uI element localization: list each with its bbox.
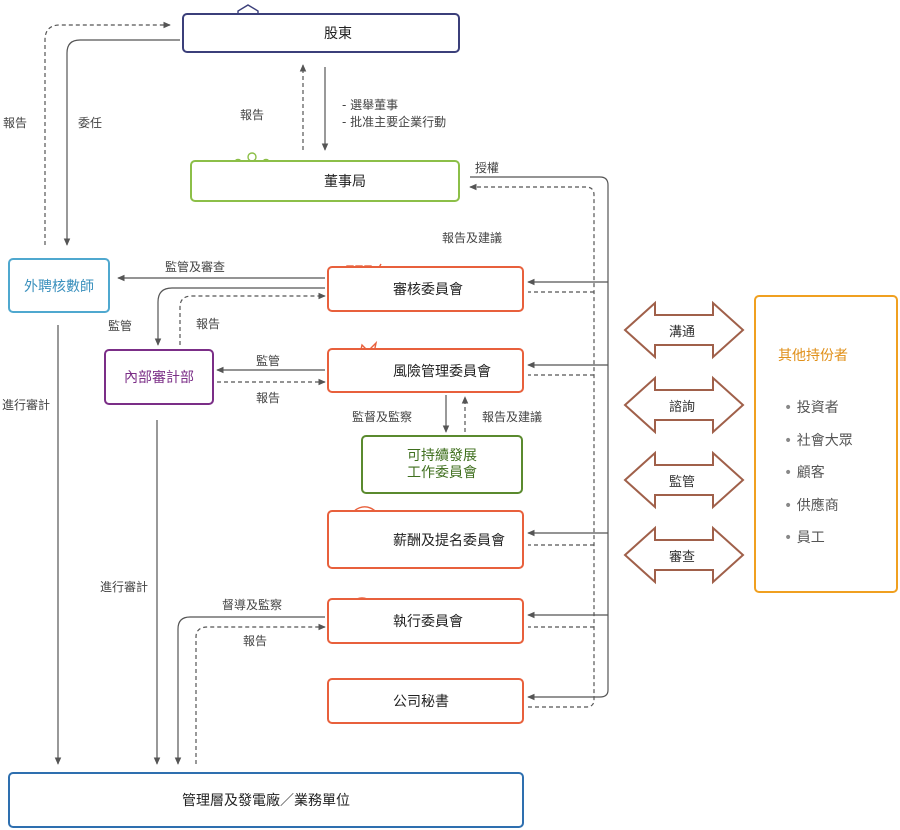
company-secretary-label: 公司秘書 (393, 694, 449, 710)
label-audit-by-auditor: 進行審計 (2, 398, 51, 412)
bullet-icon: • (784, 530, 797, 546)
label-report-suggest-sus: 報告及建議 (482, 410, 543, 424)
label-supervise-monitor: 監督及監察 (352, 410, 413, 424)
bullet-icon: • (784, 465, 797, 481)
label-report-risk: 報告 (256, 391, 281, 405)
arrow-review (623, 525, 745, 585)
bullet-icon: • (784, 497, 797, 514)
arrow-review-label: 審查 (669, 550, 696, 565)
executive-committee-box: 執行委員會 (327, 598, 524, 644)
stakeholder-label: 社會大眾 (796, 432, 853, 449)
sustainability-label-1: 可持續發展 (407, 447, 477, 464)
report-return-line (469, 183, 595, 708)
arrow-supervise-label: 監管 (669, 475, 696, 490)
label-report-exec: 報告 (243, 634, 268, 648)
bullet-icon: • (784, 400, 797, 416)
stakeholder-label: 供應商 (796, 497, 839, 514)
risk-committee-box: 風險管理委員會 (327, 348, 524, 393)
internal-audit-label: 內部審計部 (124, 370, 194, 386)
auditor-label: 外聘核數師 (24, 278, 94, 295)
label-report-board: 報告 (240, 108, 265, 122)
label-report-suggest-top: 報告及建議 (442, 231, 503, 245)
appoint-line (63, 39, 180, 246)
auditor-report-line (44, 21, 171, 245)
stakeholder-item: • 供應商 (784, 495, 853, 528)
label-guide-monitor: 督導及監察 (222, 598, 283, 612)
stakeholder-item: • 顧客 (784, 462, 853, 495)
sustainability-label-2: 工作委員會 (407, 464, 477, 481)
label-approve-actions: - 批准主要企業行動 (342, 115, 447, 129)
supervise-ia-line (154, 287, 325, 346)
arrow-consult (623, 375, 745, 435)
arrow-communicate (623, 300, 745, 360)
stakeholder-item: • 員工 (784, 527, 853, 560)
label-report-left: 報告 (3, 116, 28, 130)
stakeholders-box: 其他持份者 • 投資者• 社會大眾• 顧客• 供應商• 員工 (754, 295, 898, 593)
management-label: 管理層及發電廠／業務單位 (182, 793, 350, 809)
authorize-line (470, 176, 609, 701)
audit-committee-label: 審核委員會 (393, 282, 463, 298)
label-authorize: 授權 (475, 161, 500, 175)
stakeholder-item: • 社會大眾 (784, 430, 853, 463)
stakeholder-label: 員工 (796, 530, 825, 546)
label-elect-directors: - 選舉董事 (342, 98, 399, 112)
label-audit-by-ia: 進行審計 (100, 580, 149, 594)
stakeholders-title: 其他持份者 (778, 348, 848, 364)
executive-committee-label: 執行委員會 (393, 614, 463, 630)
report-ia-line (179, 292, 326, 345)
management-box: 管理層及發電廠／業務單位 (8, 772, 524, 828)
arrow-supervise (623, 450, 745, 510)
auditor-box: 外聘核數師 (8, 258, 110, 313)
board-label: 董事局 (324, 174, 366, 190)
internal-audit-box: 內部審計部 (104, 349, 214, 405)
stakeholders-list: • 投資者• 社會大眾• 顧客• 供應商• 員工 (784, 397, 853, 560)
label-supervise-risk: 監管 (256, 354, 281, 368)
sustainability-box: 可持續發展 工作委員會 (361, 435, 523, 494)
label-appoint: 委任 (78, 116, 103, 130)
audit-committee-box: 審核委員會 (327, 266, 524, 312)
board-box: 董事局 (190, 160, 460, 202)
remuneration-committee-label: 薪酬及提名委員會 (393, 532, 505, 549)
shareholders-label: 股東 (324, 26, 352, 42)
stakeholder-label: 投資者 (796, 400, 839, 416)
stakeholder-label: 顧客 (796, 465, 825, 481)
label-report-ia: 報告 (196, 317, 221, 331)
remuneration-committee-box: 薪酬及提名委員會 (327, 510, 524, 569)
label-supervise-ia: 監管 (108, 319, 133, 333)
bullet-icon: • (784, 432, 797, 449)
label-supervise-review: 監管及審查 (165, 260, 226, 274)
company-secretary-box: 公司秘書 (327, 678, 524, 724)
arrow-communicate-label: 溝通 (669, 325, 696, 340)
risk-committee-label: 風險管理委員會 (393, 363, 491, 380)
shareholders-box: 股東 (182, 13, 460, 53)
arrow-consult-label: 諮詢 (669, 400, 696, 415)
stakeholder-item: • 投資者 (784, 397, 853, 430)
